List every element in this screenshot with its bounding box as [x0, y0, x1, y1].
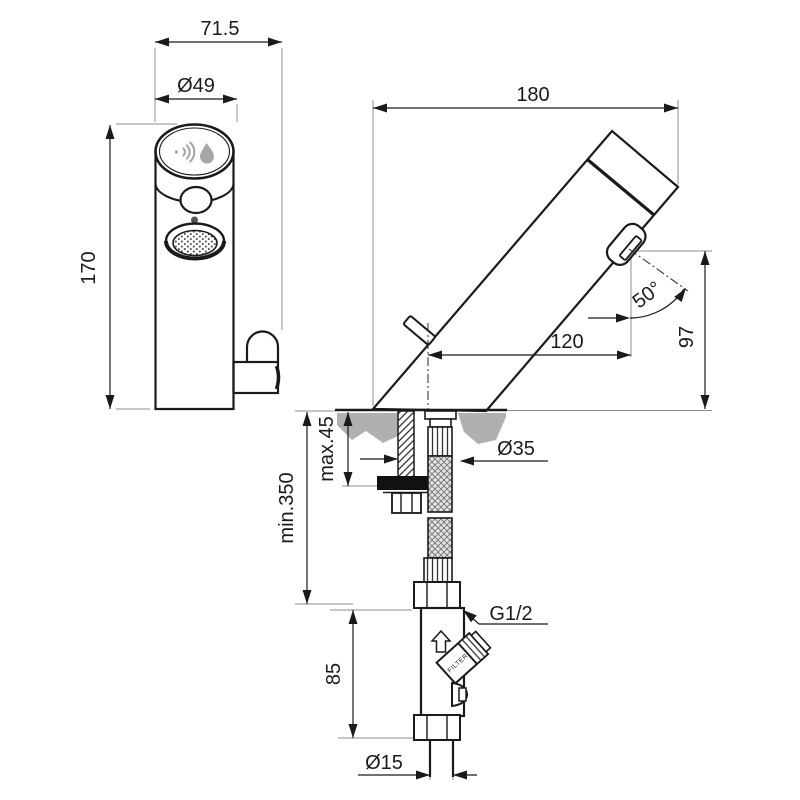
sensor-window	[179, 185, 213, 215]
aerator-front	[164, 222, 226, 261]
cap-top-inner-ring	[158, 127, 231, 176]
dim-side-length: 180	[516, 84, 549, 106]
side-stub	[403, 315, 436, 346]
water-drop-icon	[200, 143, 214, 164]
front-body	[154, 152, 235, 411]
sensor-wave-drop-icon	[174, 141, 214, 164]
supply-hose	[423, 410, 457, 583]
hose-connector	[423, 557, 453, 583]
counter-section-left	[337, 413, 398, 443]
dim-pipe-diameter: Ø15	[365, 752, 403, 774]
cap-joint-line	[586, 158, 656, 217]
side-view	[370, 129, 680, 413]
hose-lower	[427, 517, 453, 559]
dim-hose-length: min.350	[276, 472, 298, 543]
mounting-nut	[391, 492, 422, 514]
outlet-nozzle	[605, 222, 647, 266]
dimensions: 71.5 Ø49 170 180 50° 120 97	[78, 18, 710, 780]
wave-dot-icon	[174, 150, 179, 154]
valve-top-nut	[413, 581, 461, 609]
installation-section: FILTER	[335, 408, 507, 777]
filter-cartridge: FILTER	[435, 630, 492, 685]
inlet-pipe	[428, 740, 455, 777]
dim-deck-thickness: max.45	[316, 416, 338, 482]
side-body	[370, 129, 680, 413]
dim-cap-diameter: Ø49	[177, 75, 215, 97]
hose-upper	[427, 455, 453, 513]
counter-section-right	[458, 413, 506, 444]
valve-bottom-nut	[413, 714, 461, 741]
valve-side-clip	[458, 687, 467, 702]
threaded-rod	[397, 410, 415, 478]
flow-direction-arrow	[430, 629, 452, 653]
dim-front-height: 170	[78, 251, 100, 284]
dim-thread-size: G1/2	[489, 603, 532, 625]
aerator-mesh	[172, 229, 218, 257]
side-connection-arch	[245, 330, 280, 362]
led-dot	[191, 216, 198, 224]
front-view	[154, 123, 281, 411]
dim-spout-reach: 120	[550, 331, 583, 353]
filter-valve: FILTER	[413, 581, 492, 777]
dim-hole-diameter: Ø35	[497, 438, 535, 460]
dim-width-top: 71.5	[201, 18, 240, 40]
dim-outlet-height: 97	[676, 326, 698, 348]
connection-shading	[274, 365, 281, 390]
dim-spout-angle: 50°	[629, 277, 666, 313]
side-connection-block	[232, 360, 280, 395]
dim-valve-length: 85	[323, 663, 345, 685]
